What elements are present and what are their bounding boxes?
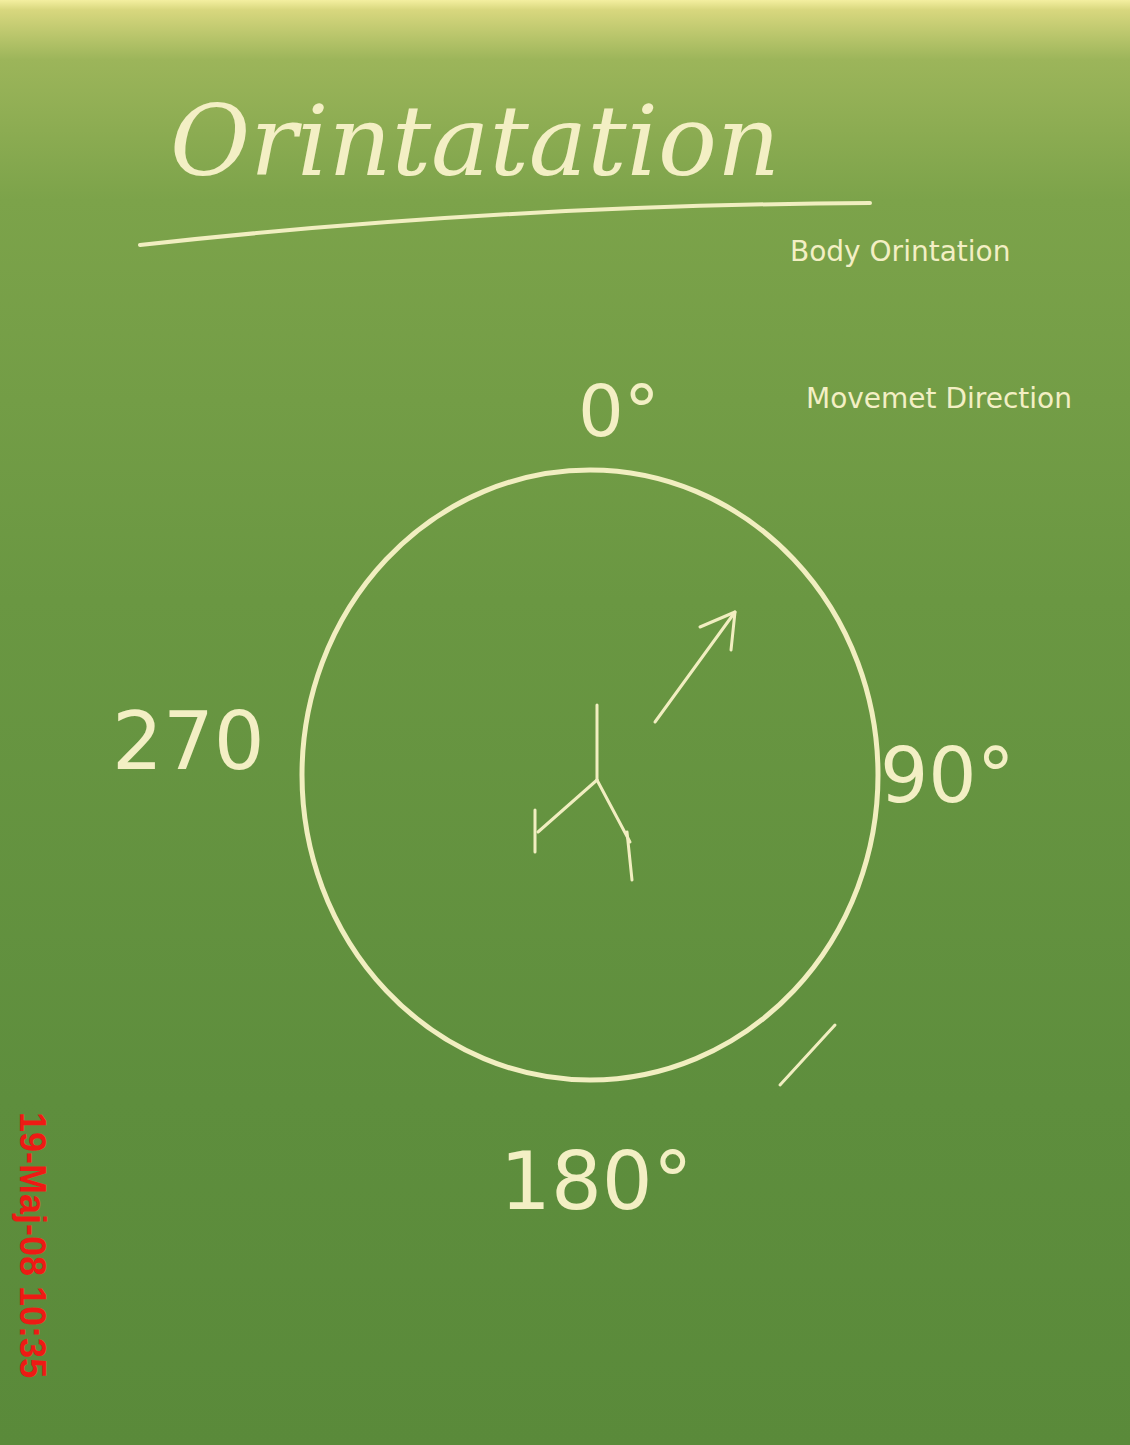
angle-label: 90°: [880, 738, 1015, 814]
chalk-stroke: [780, 1025, 835, 1085]
chalk-note: Movemet Direction: [806, 385, 1072, 413]
chalk-note: Body Orintation: [790, 238, 1010, 266]
stick-figure: [535, 705, 632, 880]
angle-label: 0°: [578, 375, 660, 447]
board-title: Orintatation: [170, 92, 780, 190]
title-underline: [140, 203, 870, 245]
angle-label: 180°: [500, 1142, 693, 1222]
angle-label: 270: [112, 702, 265, 782]
arrow: [655, 612, 735, 722]
photo-timestamp: 19-Maj-08 10:35: [14, 1112, 50, 1378]
orientation-circle: [302, 470, 878, 1080]
